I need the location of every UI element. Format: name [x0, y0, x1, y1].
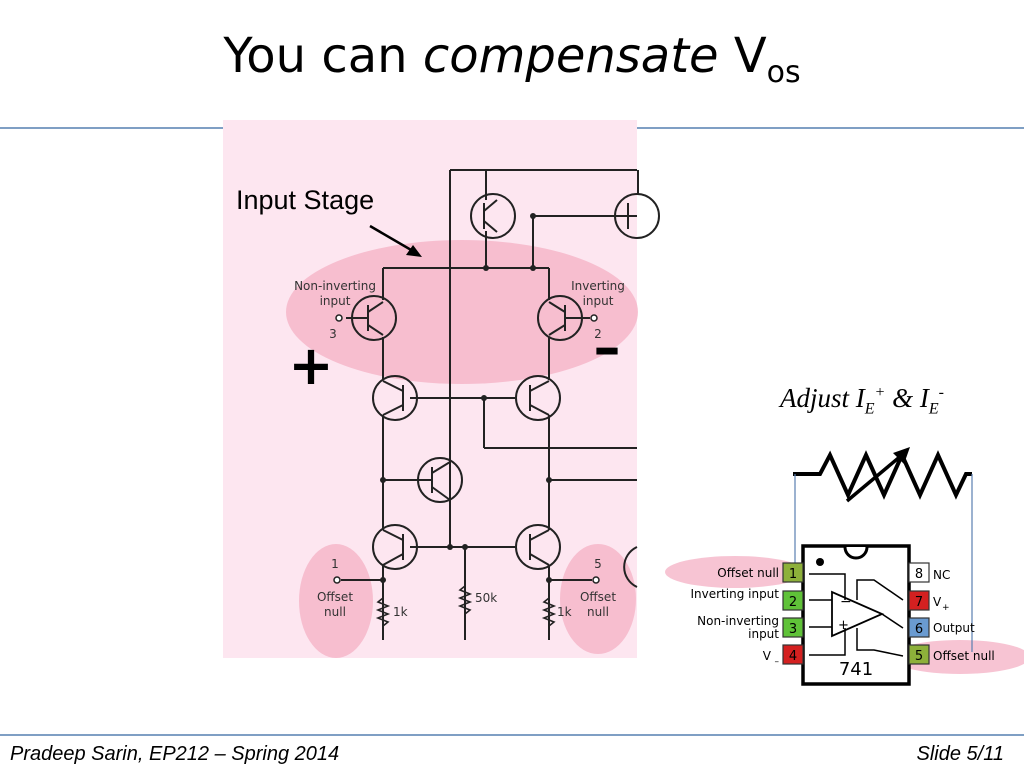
- offset-null-right-highlight: [560, 544, 636, 654]
- title-emphasis: compensate: [422, 28, 719, 84]
- inverting-label-line2: input: [583, 294, 614, 308]
- chip-pin-4-label-sub: –: [775, 657, 780, 667]
- adjust-sup-2: -: [938, 384, 944, 401]
- chip-pin-7-label: V: [933, 595, 942, 609]
- minus-sign: –: [594, 316, 621, 379]
- chip-pin-1: [782, 562, 804, 583]
- chip-pin-2-label: Inverting input: [690, 587, 779, 601]
- resistor-mid-label: 50k: [475, 591, 497, 605]
- offset-left-pin-number: 1: [331, 557, 339, 571]
- adjust-sup-1: +: [874, 384, 886, 401]
- resistors: [375, 585, 557, 627]
- chip-internal-wires: [809, 573, 904, 657]
- transistor-q-center: [417, 457, 463, 503]
- chip-pin-5-number: 5: [915, 649, 923, 664]
- offset-right-label-line1: Offset: [580, 590, 616, 604]
- chip-pin1-dot: [816, 558, 824, 566]
- terminal-noninverting: [335, 314, 343, 322]
- offset-right-label-line2: null: [587, 605, 609, 619]
- inverting-pin-number: 2: [594, 327, 602, 341]
- chip-pin1-highlight: [665, 556, 805, 588]
- circuit-junctions: [380, 213, 552, 583]
- resistor-right-label: 1k: [557, 605, 572, 619]
- chip-pin-7-label-sub: +: [942, 603, 950, 613]
- chip-opamp-symbol: [831, 590, 885, 638]
- noninverting-label-line1: Non-inverting: [294, 279, 376, 293]
- offset-left-label-line1: Offset: [317, 590, 353, 604]
- adjust-sub-1: E: [864, 400, 875, 418]
- chip-pin-6-label: Output: [933, 621, 975, 635]
- chip-pin-6: [908, 617, 930, 638]
- input-stage-arrowhead: [406, 245, 422, 257]
- inverting-label-line1: Inverting: [571, 279, 625, 293]
- footer-rule: [0, 734, 1024, 736]
- chip-pin-2: [782, 590, 804, 611]
- terminal-inverting: [590, 314, 598, 322]
- resistor-1k-right: [541, 597, 557, 627]
- transistor-q-mid-right: [515, 375, 561, 421]
- input-stage-label: Input Stage: [236, 185, 374, 215]
- noninverting-pin-number: 3: [329, 327, 337, 341]
- chip-opamp-plus: +: [838, 618, 849, 633]
- terminal-offset-left: [333, 576, 341, 584]
- adjust-mid: & I: [885, 383, 929, 413]
- transistor-q-input-right: [537, 295, 590, 341]
- chip-741: − + 741 1 2 3 4 8 7 6 5 Offset null Inve…: [690, 544, 995, 686]
- adjust-sub-2: E: [928, 400, 939, 418]
- transistor-q-mid-left: [372, 375, 418, 421]
- chip-pin-7: [908, 590, 930, 611]
- chip-pin-3-label: Non-inverting: [697, 614, 779, 628]
- terminals: [333, 314, 600, 584]
- chip-pin-4-label: V: [763, 649, 772, 663]
- transistors: [346, 193, 660, 588]
- chip-pin-7-number: 7: [915, 595, 923, 610]
- chip-pin-3-label-line2: input: [748, 627, 779, 641]
- title-text: You can: [223, 28, 423, 84]
- chip-body: [801, 544, 911, 686]
- resistor-1k-left: [375, 597, 391, 627]
- chip-pin-3: [782, 617, 804, 638]
- offset-left-label-line2: null: [324, 605, 346, 619]
- chip-pin-5: [908, 644, 930, 665]
- offset-right-pin-number: 5: [594, 557, 602, 571]
- transistor-q-input-left: [346, 295, 397, 341]
- input-stage-highlight: [286, 240, 638, 384]
- title-subscript: os: [766, 55, 801, 90]
- chip-pin-4: [782, 644, 804, 665]
- transistor-q-bottom-right: [515, 524, 561, 570]
- chip-notch: [843, 546, 869, 560]
- chip-part-number: 741: [839, 659, 873, 680]
- transistor-q-bottom-left: [372, 524, 418, 570]
- chip-pin-1-number: 1: [789, 567, 797, 582]
- circuit-wires: [341, 169, 639, 640]
- chip-pin-2-number: 2: [789, 595, 797, 610]
- chip-pin-8: [908, 562, 930, 583]
- noninverting-label-line2: input: [320, 294, 351, 308]
- chip-pin-8-number: 8: [915, 567, 923, 582]
- footer-author: Pradeep Sarin, EP212 – Spring 2014: [10, 743, 340, 765]
- terminal-offset-right: [592, 576, 600, 584]
- plus-sign: +: [288, 334, 333, 397]
- offset-null-left-highlight: [299, 544, 373, 658]
- title-symbol: V: [718, 28, 767, 84]
- resistor-50k: [457, 585, 473, 615]
- chip-pin-1-label: Offset null: [717, 566, 779, 580]
- chip-pin-5-label: Offset null: [933, 649, 995, 663]
- slide-title: You can compensate Vos: [0, 28, 1024, 90]
- chip-pin-8-label: NC: [933, 568, 950, 582]
- footer-slide-number: Slide 5/11: [916, 743, 1004, 765]
- resistor-left-label: 1k: [393, 605, 408, 619]
- chip-pin-6-number: 6: [915, 622, 923, 637]
- adjust-annotation: Adjust IE+ & IE-: [780, 383, 944, 418]
- transistor-q-top-right: [614, 193, 660, 239]
- adjust-text: Adjust I: [780, 383, 865, 413]
- chip-pin-3-number: 3: [789, 622, 797, 637]
- transistor-q-top-left: [470, 193, 516, 239]
- chip-opamp-minus: −: [840, 594, 852, 610]
- chip-pin-4-number: 4: [789, 649, 797, 664]
- potentiometer: [793, 447, 973, 652]
- transistor-q-edge: [623, 546, 638, 588]
